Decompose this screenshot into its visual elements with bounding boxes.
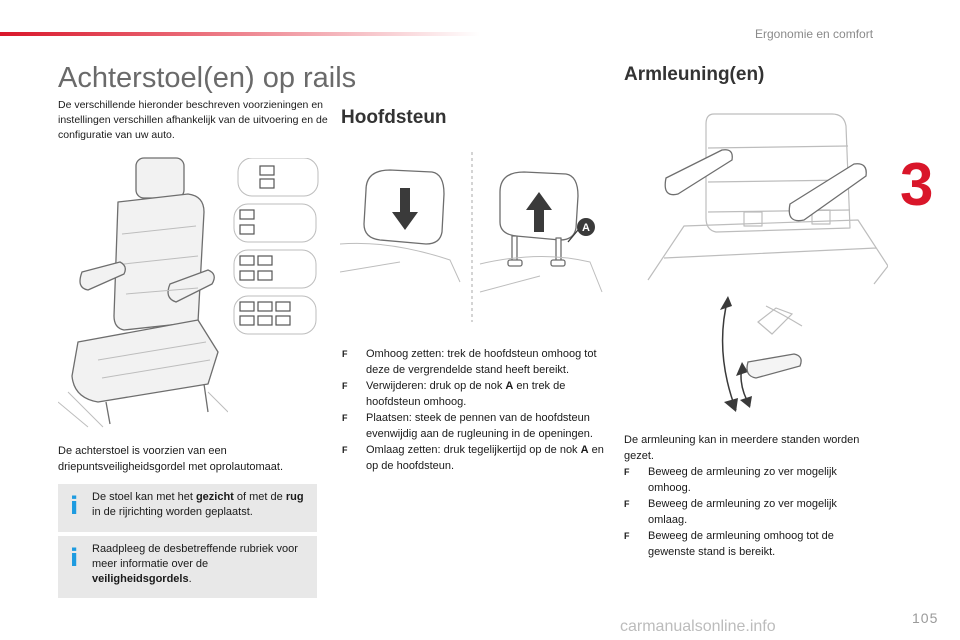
armrest-heading: Armleuning(en) [624,64,765,85]
info-box-text: Raadpleeg de desbetreffende rubriek voor… [92,543,298,585]
bullet-marker: F [342,445,348,455]
bullet-marker: F [624,499,630,509]
page-number: 105 [912,610,939,626]
bullet-marker: F [624,467,630,477]
callout-a-label: A [582,222,590,234]
top-accent-bar [0,32,480,36]
info-box-orientation: i De stoel kan met het gezicht of met de… [58,484,317,532]
watermark-text: carmanualsonline.info [620,618,776,635]
rear-seat-illustration [58,157,228,428]
chapter-number: 3 [900,151,934,218]
headrest-heading: Hoofdsteun [341,107,447,128]
page-title: Achterstoel(en) op rails [58,62,357,94]
info-box-text: De stoel kan met het gezicht of met de r… [92,491,304,518]
headrest-illustration: A [340,152,603,322]
armrest-seat-illustration [647,113,888,285]
section-label: Ergonomie en comfort [755,27,874,41]
armrest-adjustment-diagram [720,296,803,412]
info-icon: i [70,492,79,520]
seat-belt-text: De achterstoel is voorzien van een driep… [58,445,284,473]
armrest-intro: De armleuning kan in meerdere standen wo… [624,434,860,462]
info-icon: i [70,544,79,572]
intro-text: De verschillende hieronder beschreven vo… [58,99,328,141]
seat-layout-diagram [233,158,319,335]
bullet-marker: F [342,381,348,391]
bullet-marker: F [342,413,348,423]
bullet-marker: F [624,531,630,541]
bullet-marker: F [342,349,348,359]
info-box-seatbelts: i Raadpleeg de desbetreffende rubriek vo… [58,536,317,598]
